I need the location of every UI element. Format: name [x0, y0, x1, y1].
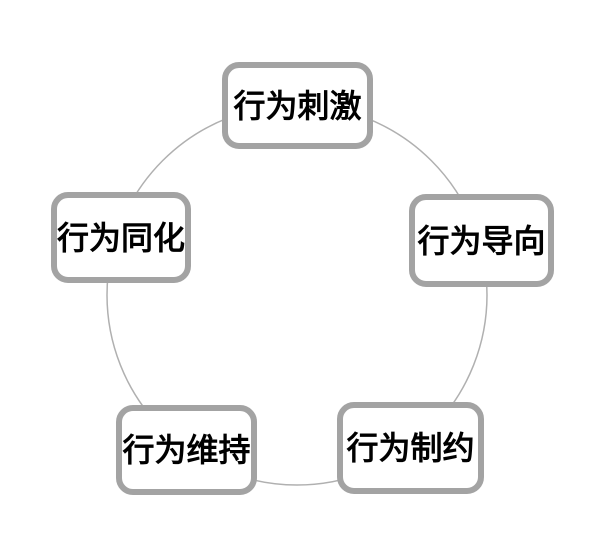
node-behavior-constraint-label: 行为制约: [346, 430, 475, 466]
node-behavior-stimulus: 行为刺激: [222, 62, 373, 149]
node-behavior-stimulus-label: 行为刺激: [233, 87, 362, 124]
node-behavior-assimilation-label: 行为同化: [57, 219, 186, 256]
node-behavior-assimilation: 行为同化: [51, 192, 191, 283]
node-behavior-orientation: 行为导向: [409, 194, 554, 287]
node-behavior-maintenance-label: 行为维持: [122, 432, 251, 468]
node-behavior-constraint: 行为制约: [337, 402, 484, 494]
node-behavior-maintenance: 行为维持: [116, 405, 257, 495]
node-behavior-orientation-label: 行为导向: [417, 222, 546, 259]
